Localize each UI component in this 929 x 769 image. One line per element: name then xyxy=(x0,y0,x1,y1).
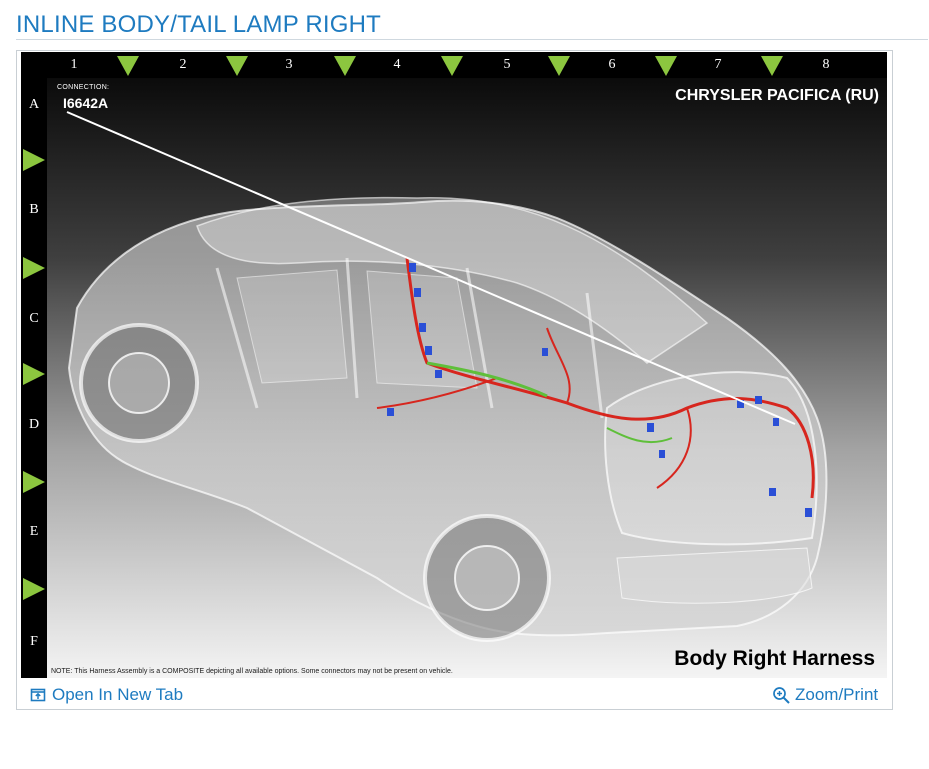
wiring-diagram-viewport[interactable]: CONNECTION: I6642A CHRYSLER PACIFICA (RU… xyxy=(47,78,887,678)
title-divider xyxy=(16,39,928,40)
zoom-print-label: Zoom/Print xyxy=(795,685,879,704)
column-label: 5 xyxy=(503,57,511,72)
column-label: 7 xyxy=(714,57,722,72)
row-label: C xyxy=(29,311,39,326)
row-label: A xyxy=(28,97,40,112)
connection-id: I6642A xyxy=(63,95,109,111)
open-new-tab-label: Open In New Tab xyxy=(52,685,184,704)
column-label: 3 xyxy=(285,57,293,72)
column-label: 1 xyxy=(70,57,78,72)
grid-marker-icon xyxy=(655,56,677,76)
grid-marker-icon xyxy=(23,149,45,171)
column-label: 8 xyxy=(822,57,830,72)
column-label: 6 xyxy=(608,57,616,72)
open-new-tab-icon xyxy=(30,687,46,703)
page-title: INLINE BODY/TAIL LAMP RIGHT xyxy=(16,11,382,38)
zoom-icon xyxy=(772,686,791,705)
grid-marker-icon xyxy=(23,471,45,493)
row-label: B xyxy=(29,202,39,217)
column-label: 4 xyxy=(393,57,401,72)
grid-marker-icon xyxy=(334,56,356,76)
connection-caption: CONNECTION: xyxy=(57,84,110,91)
grid-marker-icon xyxy=(226,56,248,76)
zoom-print-link[interactable]: Zoom/Print xyxy=(772,684,878,706)
grid-marker-icon xyxy=(23,363,45,385)
composite-note: NOTE: This Harness Assembly is a COMPOSI… xyxy=(51,668,453,675)
harness-name: Body Right Harness xyxy=(674,647,875,670)
column-label: 2 xyxy=(179,57,187,72)
grid-marker-icon xyxy=(117,56,139,76)
grid-marker-icon xyxy=(548,56,570,76)
vehicle-name: CHRYSLER PACIFICA (RU) xyxy=(675,87,879,104)
grid-marker-icon xyxy=(23,578,45,600)
grid-marker-icon xyxy=(441,56,463,76)
open-new-tab-link[interactable]: Open In New Tab xyxy=(30,684,183,706)
row-label: F xyxy=(30,634,38,649)
row-grid-bar: A B C D E F xyxy=(21,78,47,678)
vehicle-illustration xyxy=(66,111,828,642)
grid-marker-icon xyxy=(761,56,783,76)
column-grid-bar: 1 2 3 4 5 6 7 8 xyxy=(21,52,887,78)
row-label: D xyxy=(28,417,40,432)
row-label: E xyxy=(29,524,39,539)
grid-marker-icon xyxy=(23,257,45,279)
